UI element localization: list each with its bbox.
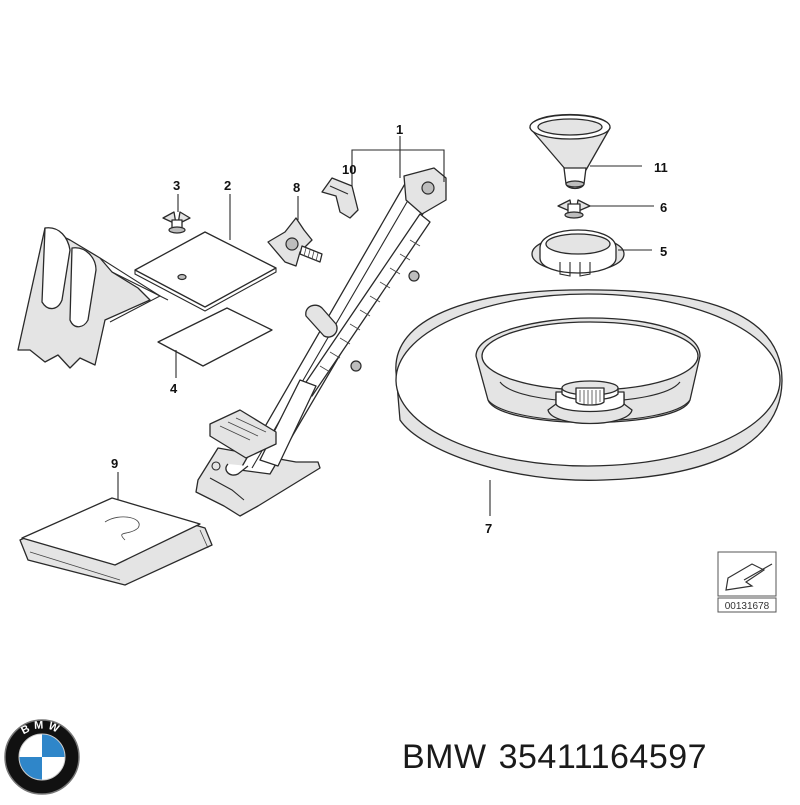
callout-10: 10 [342,162,356,177]
part-number: 35411164597 [498,738,708,776]
callout-11: 11 [654,160,668,175]
part-4-pad [157,307,273,367]
callout-8: 8 [293,180,300,195]
part-1-jack [195,167,447,517]
leader-lines [117,136,654,516]
callout-5: 5 [660,244,667,259]
part-11-funnel [529,113,611,190]
part-2-plate [134,231,277,312]
part-8-star-knob [267,217,323,267]
callout-3: 3 [173,178,180,193]
callout-2: 2 [224,178,231,193]
footer-title: BMW 35411164597 [402,738,707,777]
callout-4: 4 [170,381,178,396]
part-9-tool-bag [19,497,213,586]
part-6-wing-nut [557,199,591,219]
part-7-wheel-tray [395,289,783,481]
callout-7: 7 [485,521,492,536]
callout-9: 9 [111,456,118,471]
part-10-clip [321,177,359,219]
part-5-grommet [531,229,625,277]
stamp-code: 00131678 [725,601,770,612]
reference-stamp: 00131678 [717,551,777,613]
wheel-chock [17,227,169,369]
part-3-wing-nut [162,211,191,234]
brand-name: BMW [402,738,487,776]
callout-6: 6 [660,200,667,215]
callout-labels: 1 10 3 2 8 4 9 7 11 6 5 [111,122,668,536]
bmw-logo: BMW [4,719,80,795]
callout-1: 1 [396,122,403,137]
